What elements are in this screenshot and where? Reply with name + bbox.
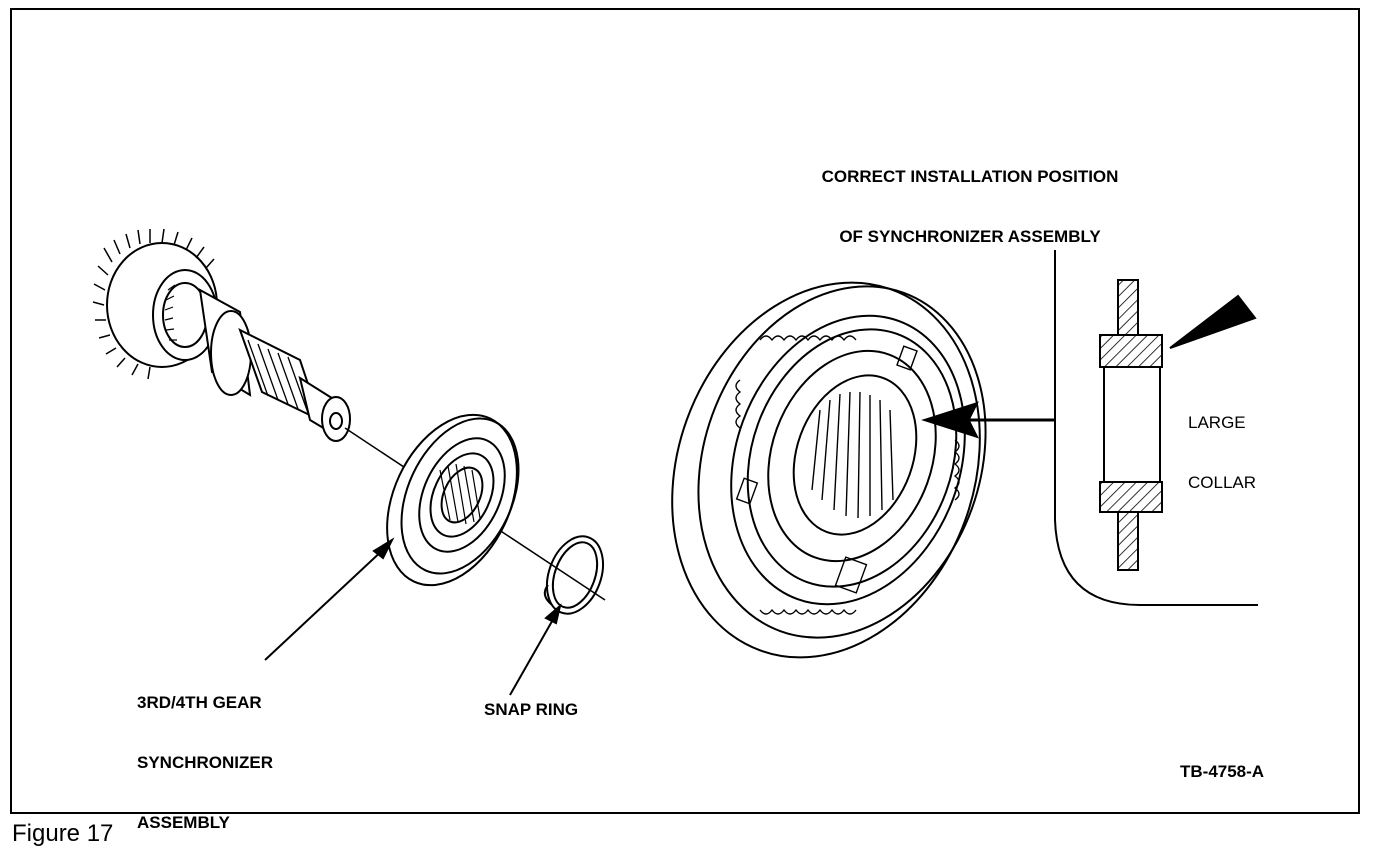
- figure-caption: Figure 17: [12, 820, 114, 847]
- synchronizer-assembly-large: [671, 281, 987, 659]
- synchronizer-assembly-small: [386, 413, 520, 587]
- diagram-title-line2: OF SYNCHRONIZER ASSEMBLY: [839, 227, 1101, 246]
- leader-lines: [264, 537, 562, 696]
- snap-ring-label: SNAP RING: [484, 700, 579, 719]
- synchronizer-label-line3: ASSEMBLY: [137, 813, 230, 832]
- position-arrow: [921, 401, 1055, 439]
- figure-frame: [10, 8, 1360, 814]
- figure-code: TB-4758-A: [1180, 762, 1265, 781]
- large-collar-label-line1: LARGE: [1188, 413, 1246, 432]
- diagram-title-line1: CORRECT INSTALLATION POSITION: [821, 167, 1119, 186]
- snap-ring: [543, 535, 605, 615]
- input-shaft-gear: [92, 228, 606, 601]
- cross-section-detail: [1054, 250, 1258, 606]
- synchronizer-label: 3RD/4TH GEAR SYNCHRONIZER ASSEMBLY: [137, 653, 273, 853]
- diagram-title: CORRECT INSTALLATION POSITION OF SYNCHRO…: [770, 127, 1170, 267]
- synchronizer-label-line1: 3RD/4TH GEAR: [137, 693, 262, 712]
- large-collar-label-line2: COLLAR: [1188, 473, 1257, 492]
- large-collar-arrow: [1169, 294, 1257, 349]
- large-collar-label: LARGE COLLAR: [1188, 373, 1256, 513]
- synchronizer-label-line2: SYNCHRONIZER: [137, 753, 274, 772]
